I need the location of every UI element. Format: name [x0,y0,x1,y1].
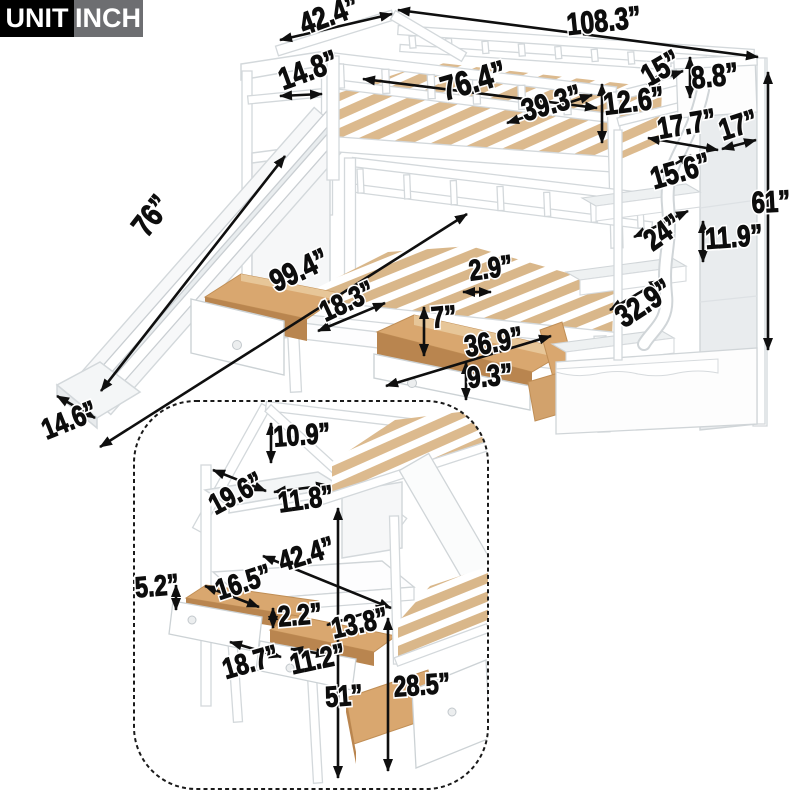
svg-text:2.9”: 2.9” [467,248,515,287]
svg-text:11.9”: 11.9” [704,217,764,255]
svg-text:2.2”: 2.2” [277,596,324,633]
svg-text:11.9”: 11.9” [704,217,764,255]
svg-text:12.6”: 12.6” [602,80,666,121]
svg-text:2.2”: 2.2” [277,596,324,633]
svg-text:UNIT: UNIT [6,3,69,33]
svg-text:5.2”: 5.2” [134,567,181,604]
svg-text:51”: 51” [324,678,364,714]
svg-text:13.8”: 13.8” [328,601,390,645]
svg-text:9.3”: 9.3” [466,356,514,394]
svg-text:61”: 61” [751,183,791,219]
svg-text:7”: 7” [430,298,458,334]
svg-text:8.8”: 8.8” [690,56,740,95]
svg-text:10.9”: 10.9” [272,416,331,453]
svg-text:2.9”: 2.9” [467,248,515,287]
svg-text:28.5”: 28.5” [392,666,451,703]
svg-text:8.8”: 8.8” [690,56,740,95]
svg-text:108.3”: 108.3” [565,0,643,42]
svg-text:61”: 61” [751,183,791,219]
svg-text:11.8”: 11.8” [276,478,336,519]
svg-text:108.3”: 108.3” [565,0,643,42]
svg-text:7”: 7” [430,298,458,334]
svg-text:10.9”: 10.9” [272,416,331,453]
svg-text:51”: 51” [324,678,364,714]
svg-text:18.7”: 18.7” [219,638,283,685]
svg-text:9.3”: 9.3” [466,356,514,394]
svg-text:28.5”: 28.5” [392,666,451,703]
svg-text:5.2”: 5.2” [134,567,181,604]
svg-text:INCH: INCH [75,3,141,33]
